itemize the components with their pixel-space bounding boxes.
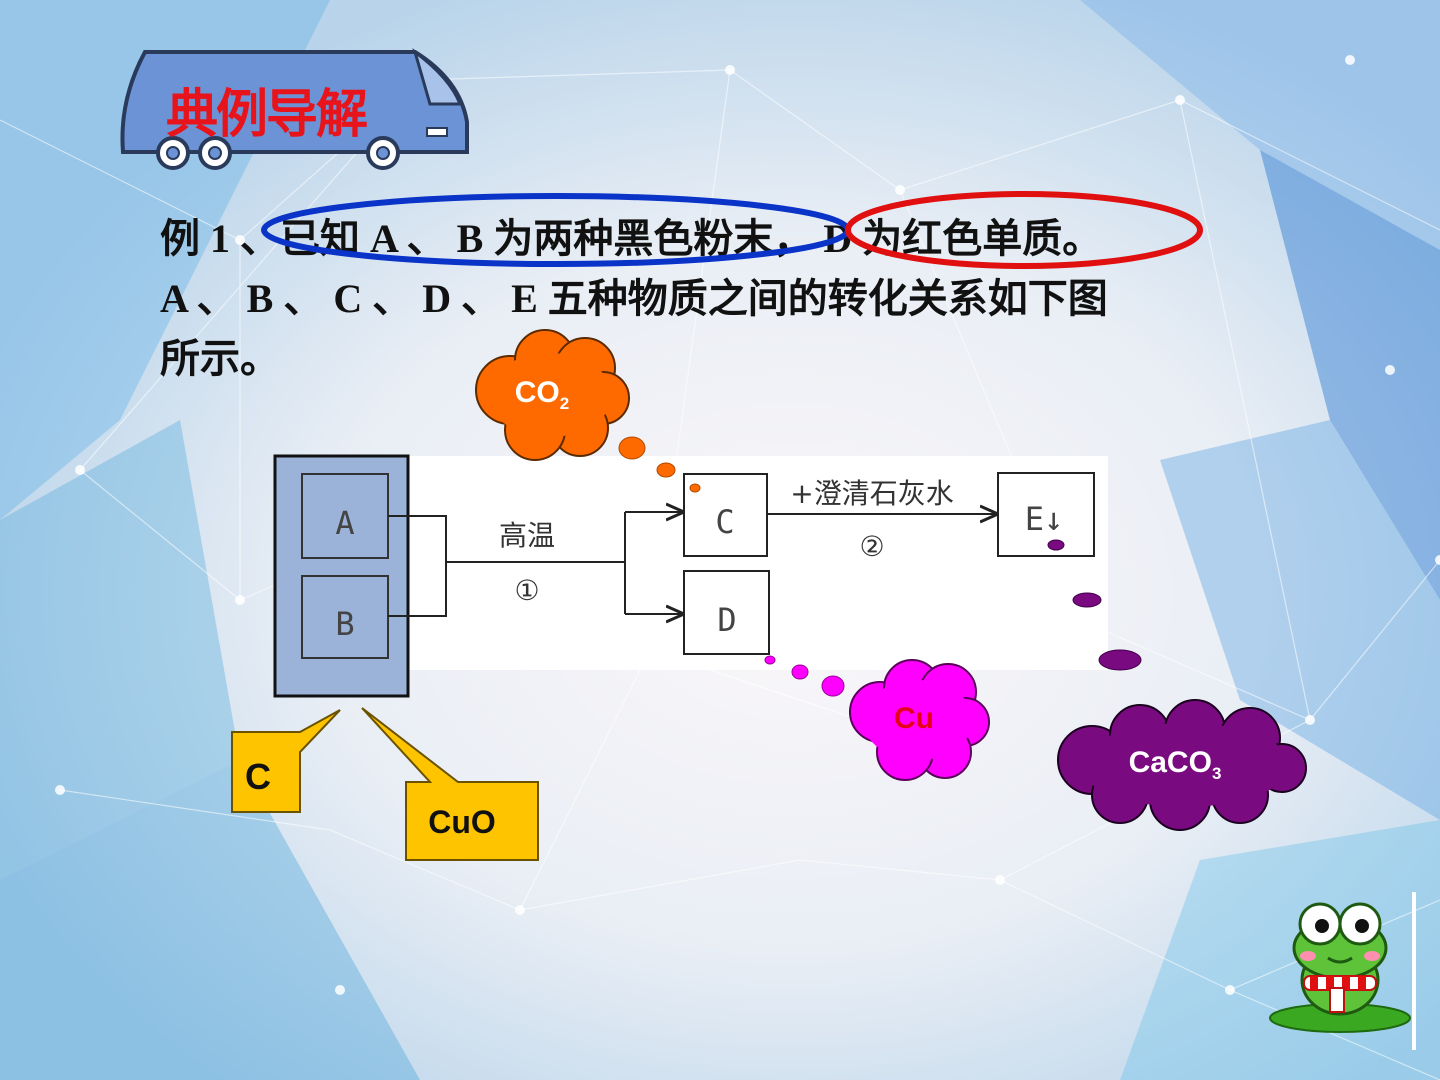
co2-trail-dot [656,462,676,478]
callout-b [361,707,539,861]
label-e: E↓ [1025,500,1064,538]
caco3-cloud [1057,699,1307,831]
slide-title: 典例导解 [166,84,368,145]
box-d [683,570,770,655]
caco3-cloud-text: CaCO3 [1128,746,1222,783]
step-1-label: ① [514,574,539,607]
caco3-trail-dot [1098,649,1142,671]
callout-a [231,709,341,813]
co2-cloud [475,329,630,461]
cu-trail-dot [764,655,776,665]
box-a [301,473,389,559]
label-d: D [717,601,736,639]
co2-trail-dot [689,483,701,493]
caco3-trail-dot [1072,592,1102,608]
frog-mascot-icon [1269,892,1416,1050]
cu-trail-dot [821,675,845,697]
question-line-2: A 、 B 、 C 、 D 、 E 五种物质之间的转化关系如下图 [160,276,1108,321]
co2-trail-dot [618,436,646,460]
label-b: B [335,605,354,643]
question-line-3: 所示。 [160,336,280,381]
step-2-label: ② [859,530,884,563]
condition-high-temp: 高温 [499,519,555,552]
label-a: A [335,504,354,542]
box-e [997,472,1095,557]
callout-a-text: C [245,756,271,797]
bus-icon [120,48,469,170]
caco3-trail-dot [1047,539,1065,551]
condition-limewater: +澄清石灰水 [790,477,953,510]
cu-cloud-text: Cu [894,702,934,735]
callout-b-text: CuO [428,804,496,840]
co2-cloud-text: CO2 [514,376,570,413]
cu-trail-dot [791,664,809,680]
cu-cloud [849,659,990,781]
label-c: C [715,503,734,541]
